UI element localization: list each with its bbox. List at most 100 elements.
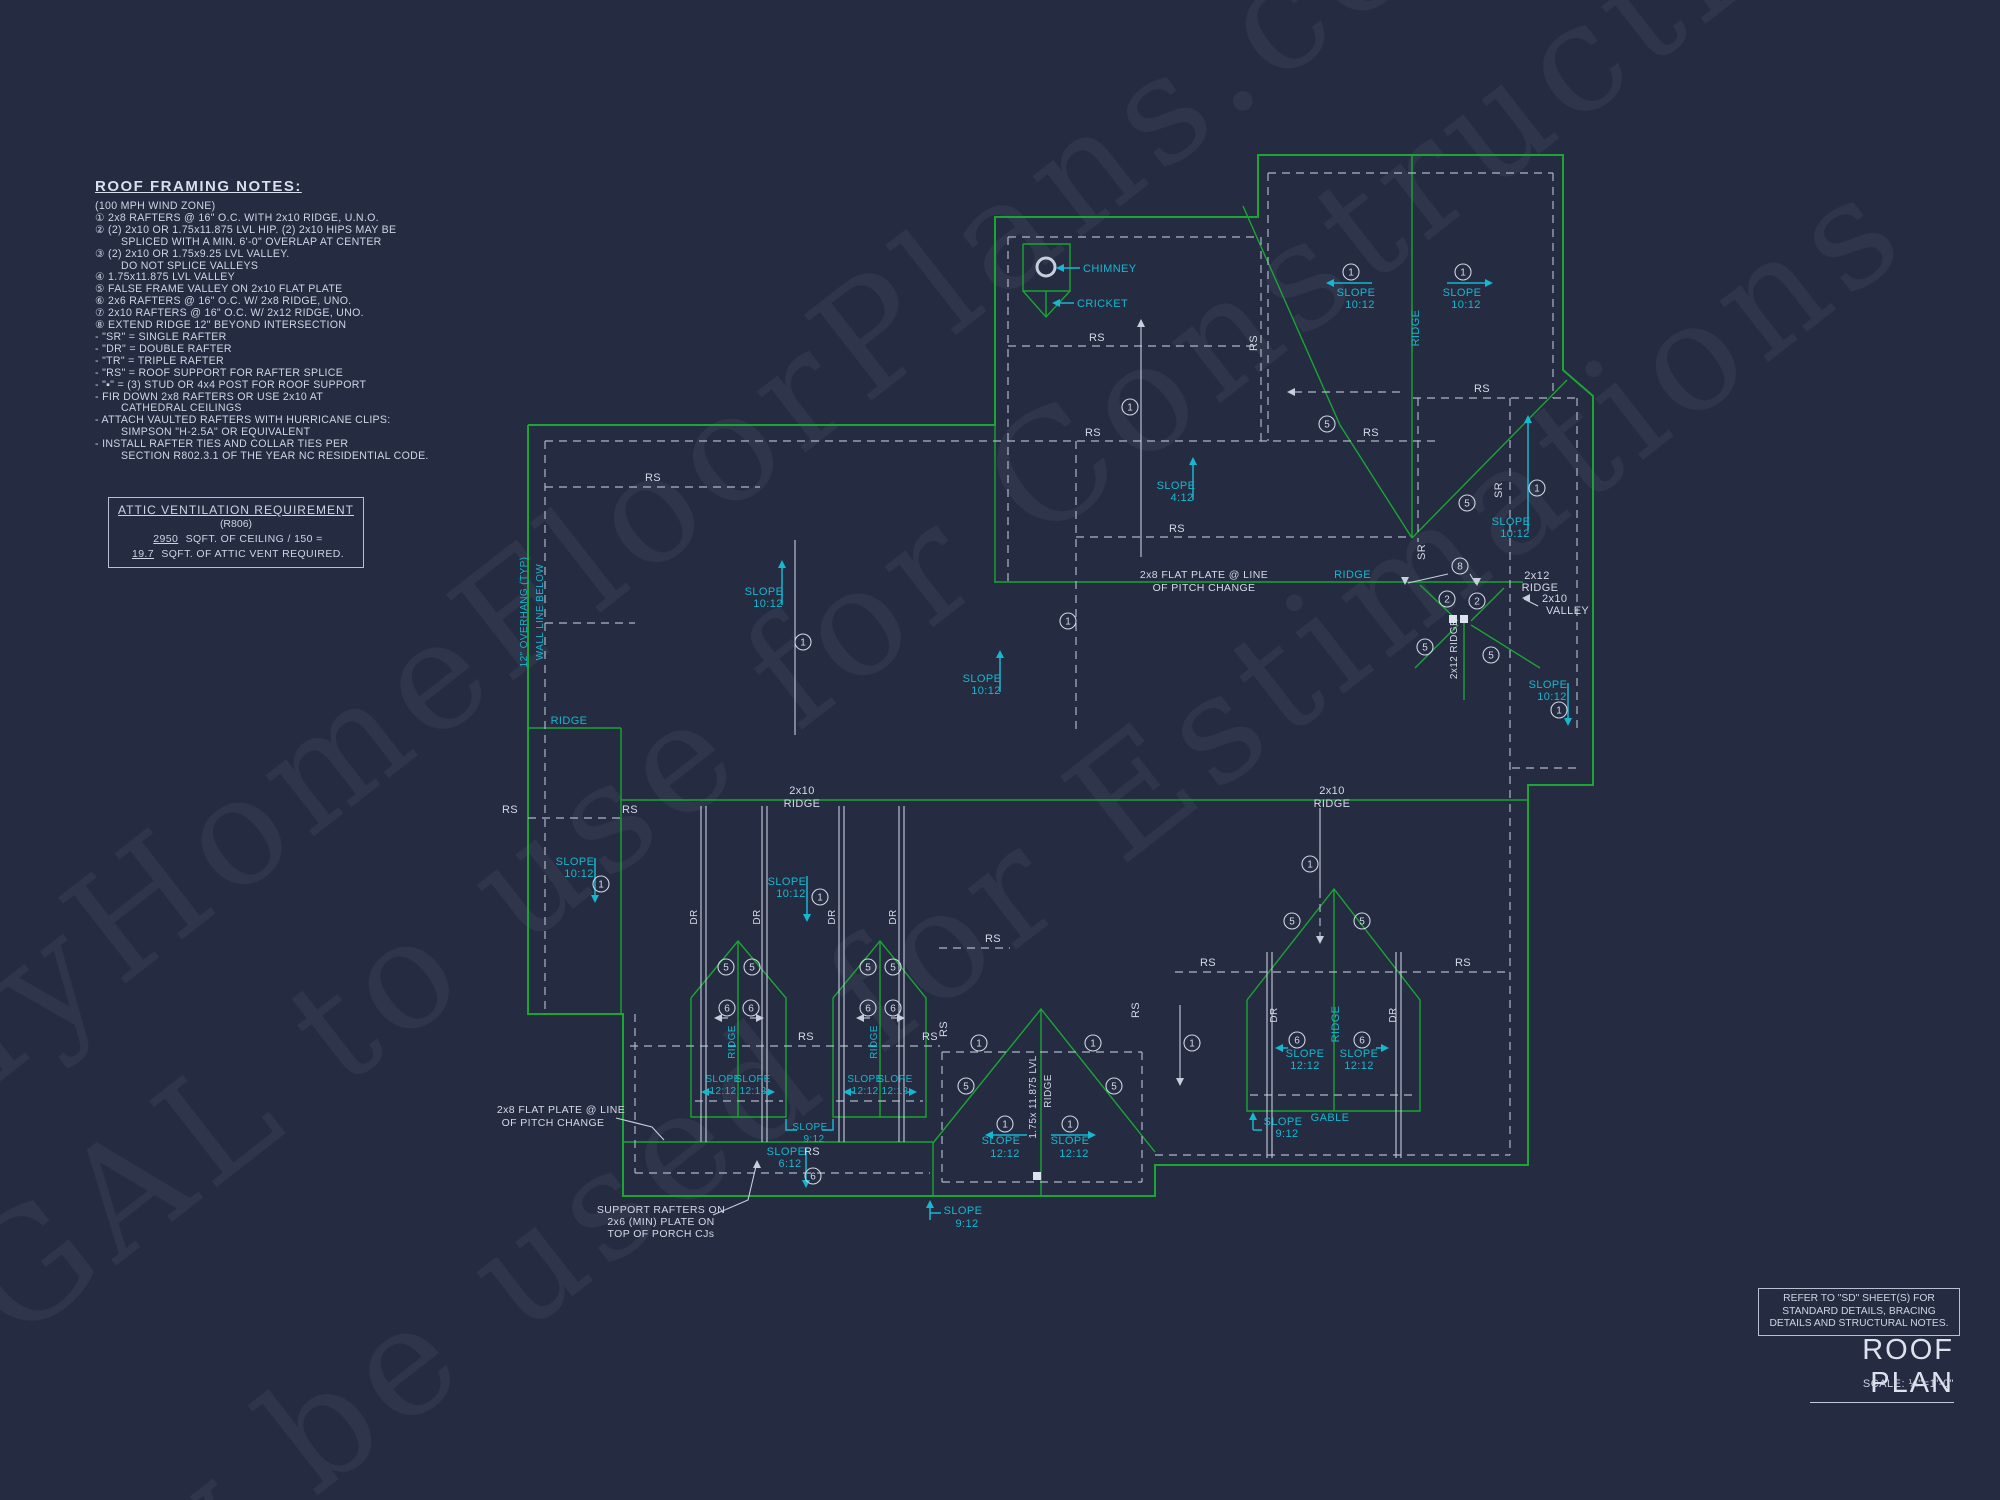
plan-label: RIDGE — [1043, 1074, 1054, 1108]
plan-label: GABLE — [1311, 1112, 1350, 1124]
plan-label: RS — [922, 1031, 938, 1043]
plan-label: RS — [804, 1146, 820, 1158]
plan-label: SUPPORT RAFTERS ON — [597, 1204, 725, 1216]
plan-g-line — [1470, 624, 1541, 669]
note-line: - "SR" = SINGLE RAFTER — [95, 330, 227, 343]
keynote-circle — [1301, 855, 1319, 873]
keynote-circle — [970, 1034, 988, 1052]
arrowhead-left-icon — [843, 1088, 851, 1096]
arrowhead-left-icon — [856, 1014, 864, 1022]
keynote-circle — [592, 875, 610, 893]
plan-label: 12:12 — [881, 1086, 908, 1097]
keynote-number: 6 — [748, 1004, 754, 1015]
plan-c-line — [785, 1119, 797, 1131]
arrowhead-down-icon — [802, 1180, 810, 1188]
keynote-circle — [1283, 912, 1301, 930]
arrowhead-left-icon — [1326, 279, 1334, 287]
arrowhead-down-icon — [1176, 1078, 1184, 1086]
keynote-circle — [1528, 479, 1546, 497]
plan-w-line — [1469, 573, 1477, 585]
keynote-number: 1 — [1348, 268, 1354, 279]
arrowhead-right-icon — [1381, 1044, 1389, 1052]
plan-label: SLOPE — [705, 1074, 740, 1085]
arrowhead-left-icon — [1287, 388, 1295, 396]
keynote-number: 1 — [800, 638, 806, 649]
plan-label: DR — [689, 909, 700, 924]
plan-label: SLOPE — [556, 856, 595, 868]
arrowhead-right-icon — [897, 1014, 905, 1022]
keynote-number: 5 — [1324, 420, 1330, 431]
keynote-circle — [794, 633, 812, 651]
plan-c-line — [822, 1119, 834, 1131]
plan-label: SLOPE — [1337, 287, 1376, 299]
keynote-number: 5 — [1464, 499, 1470, 510]
chimney-flue-icon — [1035, 256, 1057, 278]
arrowhead-left-icon — [985, 1131, 993, 1139]
plan-label: RS — [938, 1021, 950, 1037]
plan-label: 1.75x 11.875 LVL — [1028, 1055, 1039, 1138]
keynote-number: 5 — [1289, 917, 1295, 928]
note-line: - "RS" = ROOF SUPPORT FOR RAFTER SPLICE — [95, 366, 344, 379]
note-line: ⑦ 2x10 RAFTERS @ 16" O.C. W/ 2x12 RIDGE,… — [95, 307, 364, 320]
arrowhead-up-icon — [926, 1200, 934, 1208]
plan-label: RS — [502, 804, 518, 816]
keynote-number: 6 — [865, 1004, 871, 1015]
arrowhead-down-icon — [1473, 578, 1481, 586]
plan-label: 12:12 — [990, 1148, 1020, 1160]
note-line: ④ 1.75x11.875 LVL VALLEY — [95, 271, 235, 284]
plan-label: RIDGE — [869, 1025, 880, 1059]
keynote-circle — [718, 999, 736, 1017]
plan-label: RS — [1169, 523, 1185, 535]
plan-label: SLOPE — [1157, 480, 1196, 492]
keynote-circle — [1416, 638, 1434, 656]
plan-label: RS — [1089, 332, 1105, 344]
plan-label: RIDGE — [1334, 569, 1371, 581]
keynote-circle — [1183, 1034, 1201, 1052]
note-line: ② (2) 2x10 OR 1.75x11.875 LVL HIP. (2) 2… — [95, 223, 397, 236]
keynote-number: 1 — [1067, 1120, 1073, 1131]
keynote-number: 1 — [598, 880, 604, 891]
keynote-number: 1 — [976, 1039, 982, 1050]
keynote-circle — [1353, 1031, 1371, 1049]
keynote-circle — [1438, 590, 1456, 608]
keynote-number: 1 — [1127, 403, 1133, 414]
keynote-number: 8 — [1457, 562, 1463, 573]
keynote-number: 1 — [1556, 706, 1562, 717]
keynote-circle — [804, 1167, 822, 1185]
note-line: SPLICED WITH A MIN. 6'-0" OVERLAP AT CEN… — [121, 235, 382, 248]
keynote-circle — [1458, 494, 1476, 512]
keynote-number: 1 — [1090, 1039, 1096, 1050]
plan-g-line — [1414, 624, 1459, 669]
keynote-number: 5 — [1359, 917, 1365, 928]
attic-calc-text: SQFT. OF CEILING / 150 = — [182, 533, 323, 545]
keynote-circle — [1451, 557, 1469, 575]
plan-label: 2x6 (MIN) PLATE ON — [607, 1216, 714, 1228]
arrowhead-right-icon — [1088, 1131, 1096, 1139]
plan-label: SLOPE — [1529, 679, 1568, 691]
plan-label: SLOPE — [735, 1074, 770, 1085]
plan-g-line — [1411, 379, 1568, 539]
attic-ceiling-sqft: 2950 — [153, 533, 179, 545]
plan-label: RS — [1248, 335, 1260, 351]
plan-label: 9:12 — [955, 1218, 978, 1230]
plan-label: SLOPE — [944, 1205, 983, 1217]
keynote-circle — [1061, 1115, 1079, 1133]
keynote-number: 2 — [1444, 595, 1450, 606]
keynote-circle — [743, 958, 761, 976]
plan-g-line — [832, 939, 927, 1118]
plan-label: 2x10 — [789, 785, 814, 797]
plan-label: SLOPE — [1443, 287, 1482, 299]
arrowhead-down-icon — [1316, 936, 1324, 944]
note-line: - "DR" = DOUBLE RAFTER — [95, 342, 232, 355]
plan-label: SLOPE — [792, 1122, 827, 1133]
plan-label: 12" OVERHANG (TYP) — [519, 557, 530, 668]
keynote-circle — [884, 958, 902, 976]
sheet-scale: SCALE: ¼"=1'-0" — [1862, 1378, 1954, 1390]
keynote-circle — [1342, 263, 1360, 281]
arrowhead-down-icon — [1401, 577, 1409, 585]
plan-label: RIDGE — [1330, 1006, 1342, 1043]
arrowhead-up-icon — [1137, 319, 1145, 327]
note-line: ⑤ FALSE FRAME VALLEY ON 2x10 FLAT PLATE — [95, 283, 343, 296]
